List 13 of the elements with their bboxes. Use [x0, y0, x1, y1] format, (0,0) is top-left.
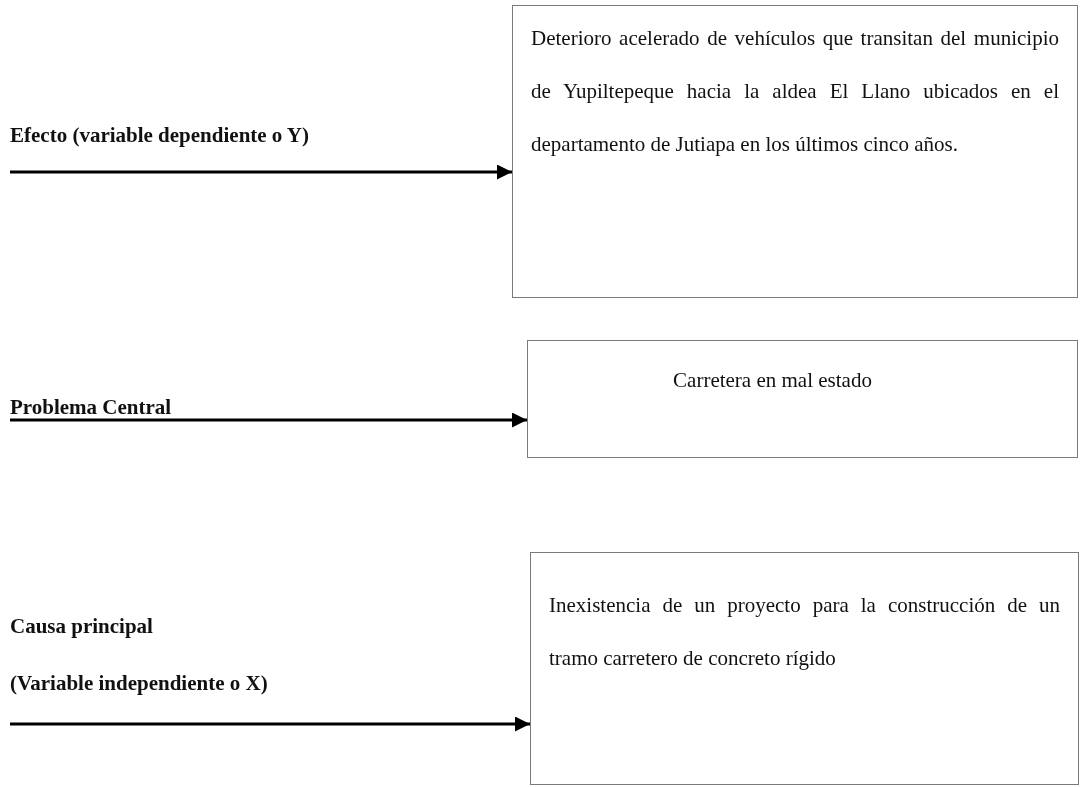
- row-label: Causa principal: [10, 613, 153, 640]
- arrow: [10, 716, 530, 732]
- row-label: Problema Central: [10, 394, 172, 420]
- text-box: [530, 552, 1079, 785]
- text-box: [512, 5, 1078, 298]
- row-label: Efecto (variable dependiente o Y): [10, 122, 309, 149]
- box-text: Inexistencia de un proyecto para la construcción de un tramo carretero de concreto rígido: [549, 592, 1060, 672]
- box-text: Deterioro acelerado de vehículos que transitan del municipio de Yupiltepeque hacia la aldea El Llano ubicados en el departamento de Jutiapa en los últimos cinco años.: [531, 25, 1059, 158]
- box-text: Carretera en mal estado: [672, 367, 873, 394]
- row-label: (Variable independiente o X): [10, 670, 268, 697]
- arrow: [10, 164, 512, 180]
- text-box: [527, 340, 1078, 458]
- arrow: [10, 412, 527, 428]
